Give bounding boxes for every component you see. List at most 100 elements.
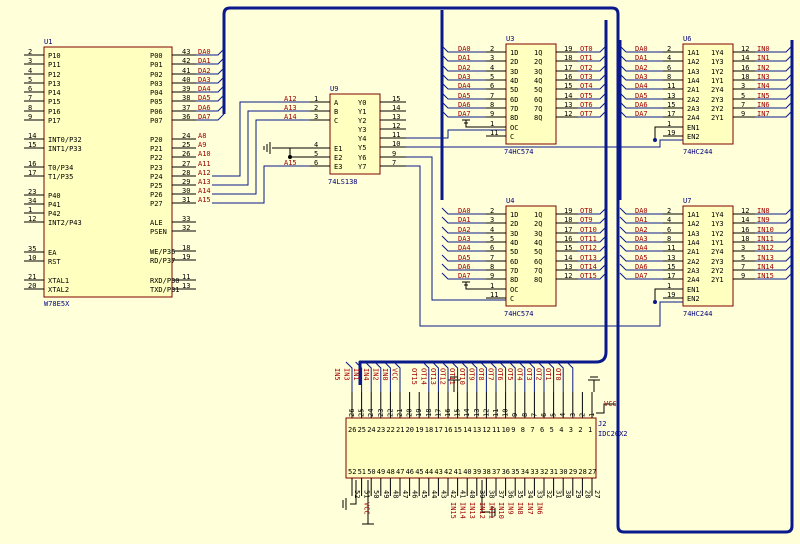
u7-pin-num: 8 [667, 235, 671, 243]
u9-pin-num: 13 [392, 113, 400, 121]
u4-pin-num: 16 [564, 235, 572, 243]
u1-pin-num: 41 [182, 67, 190, 75]
u7-pin-num: 4 [667, 216, 671, 224]
u1-pin-name: P11 [48, 61, 61, 69]
j2-pin-inner-num: 14 [463, 426, 471, 434]
j2-pin-inner-num: 50 [367, 468, 375, 476]
u3-pin-name: 8D [510, 114, 518, 122]
j2-pins: 26265252IN525255151IN3VCC24245050IN12323… [333, 361, 601, 519]
u7-part: 74HC244 [683, 310, 713, 318]
u3-ref: U3 [506, 35, 514, 43]
u6-pin-name: EN2 [687, 133, 700, 141]
u6-pin-name: 2Y1 [711, 114, 724, 122]
u1-pin-num: 16 [28, 160, 36, 168]
j2-net-label: IN14 [459, 502, 467, 519]
j2-pin-num: 21 [396, 409, 404, 417]
u3-net-label: OT1 [580, 54, 593, 62]
u9-pin-name: E3 [334, 163, 342, 171]
j2-net-label: IN11 [487, 502, 495, 519]
u9-body [329, 93, 381, 175]
j2-pin-num: 47 [401, 490, 409, 498]
u9-pin-num: 4 [314, 141, 318, 149]
j2-body [345, 417, 597, 479]
j2-pin-num: 46 [411, 490, 419, 498]
j2-pin-num: 16 [444, 409, 452, 417]
u1-pin-num: 35 [28, 245, 36, 253]
u1-pin-num: 42 [182, 57, 190, 65]
u7-pin-name: 1Y3 [711, 220, 724, 228]
u7-pin-name: EN1 [687, 286, 700, 294]
j2-pin-inner-num: 2 [578, 426, 582, 434]
u7-pin-name: 1Y2 [711, 230, 724, 238]
u1-pin-num: 17 [28, 169, 36, 177]
u7-pin-num: 16 [741, 226, 749, 234]
u1-net-label: DA4 [198, 85, 211, 93]
u4-pin-num: 6 [490, 244, 494, 252]
j2-pin-inner-num: 52 [348, 468, 356, 476]
u1-pin-name: P12 [48, 71, 61, 79]
u1-pin-name: P42 [48, 210, 61, 218]
j2-pin-inner-num: 47 [396, 468, 404, 476]
u7-pin-name: 2Y4 [711, 248, 724, 256]
j2-pin-inner-num: 18 [425, 426, 433, 434]
u7-net-label: DA6 [635, 263, 648, 271]
j2-pin-inner-num: 44 [425, 468, 433, 476]
u6-pin-name: EN1 [687, 124, 700, 132]
j2-net-label: OT11 [448, 368, 456, 385]
u3-pin-name: 6D [510, 96, 518, 104]
u9-pin-num: 14 [392, 104, 400, 112]
u9-pin-num: 6 [314, 159, 318, 167]
u1-pin-name: RD/P37 [150, 257, 175, 265]
u6-pin-num: 15 [667, 101, 675, 109]
u1-pin-name: P16 [48, 108, 61, 116]
j2-pin-inner-num: 37 [492, 468, 500, 476]
j2-pin-num: 48 [391, 490, 399, 498]
u1-pin-name: P26 [150, 191, 163, 199]
u7-net-label: DA3 [635, 235, 648, 243]
u1-pin-name: P15 [48, 98, 61, 106]
u1-pin-name: P01 [150, 61, 163, 69]
u7-net-label: IN15 [757, 272, 774, 280]
j2-pin-inner-num: 41 [454, 468, 462, 476]
u1-pin-name: P41 [48, 201, 61, 209]
u6-net-label: IN7 [757, 110, 770, 118]
u9-pin-name: B [334, 108, 338, 116]
j2-net-label: IN12 [478, 502, 486, 519]
u4-pin-name: 2D [510, 220, 518, 228]
u1-pin-num: 9 [28, 113, 32, 121]
j2-pin-num: 43 [439, 490, 447, 498]
u6-pin-num: 12 [741, 45, 749, 53]
j2-pin-num: 26 [348, 409, 356, 417]
u4-net-label: OT10 [580, 226, 597, 234]
j2-net-label: IN10 [497, 502, 505, 519]
u6-net-label: DA2 [635, 64, 648, 72]
u6-pin-name: 2A3 [687, 105, 700, 113]
u1-net-label: A13 [198, 178, 211, 186]
j2-pin-num: 18 [425, 409, 433, 417]
u4-pin-name: 2Q [534, 220, 542, 228]
u1-pin-name: XTAL1 [48, 277, 69, 285]
u7-pin-name: 2A2 [687, 258, 700, 266]
u6-pin-name: 2A4 [687, 114, 700, 122]
j2-net-label: OT14 [419, 368, 427, 385]
j2-pin-inner-num: 9 [511, 426, 515, 434]
u1-pin-name: P00 [150, 52, 163, 60]
u6-net-label: DA6 [635, 101, 648, 109]
u9-pin-num: 12 [392, 122, 400, 130]
j2-net-label: IN2 [371, 368, 379, 381]
u1-pin-name: RXD/P30 [150, 277, 180, 285]
j2-pin-num: 25 [358, 409, 366, 417]
u3-net-label: OT5 [580, 92, 593, 100]
u6-net-label: IN2 [757, 64, 770, 72]
u4-net-label: DA5 [458, 254, 471, 262]
j2-pin-num: 41 [459, 490, 467, 498]
j2-pin-num: 42 [449, 490, 457, 498]
u1-pin-num: 14 [28, 132, 36, 140]
j2-pin-num: 13 [473, 409, 481, 417]
u6-pin-num: 7 [741, 101, 745, 109]
u4-net-label: OT9 [580, 216, 593, 224]
j2-net-label: OT15 [410, 368, 418, 385]
u1-pin-name: P22 [150, 154, 163, 162]
j2-pin-inner-num: 20 [406, 426, 414, 434]
j2-pin-inner-num: 26 [348, 426, 356, 434]
